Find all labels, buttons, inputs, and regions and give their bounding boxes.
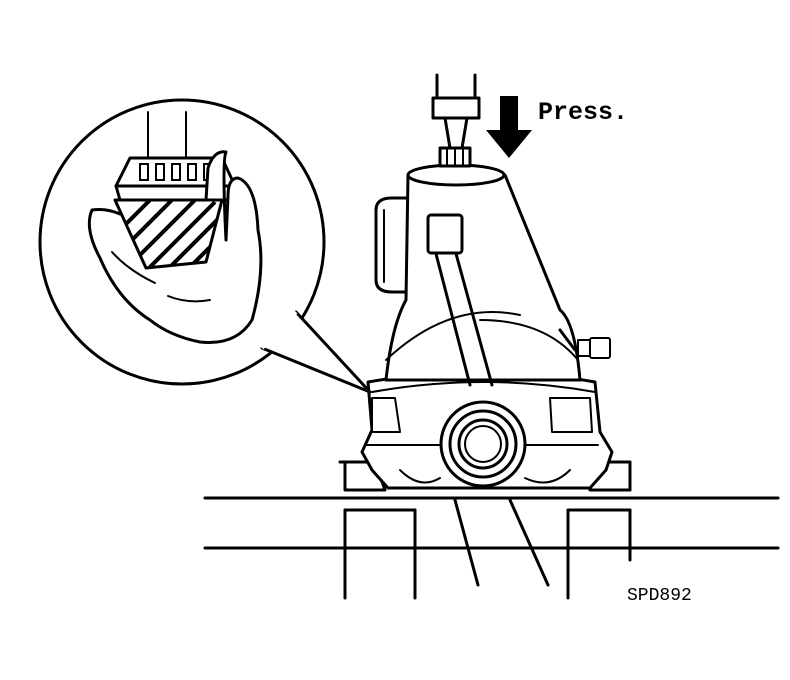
work-bench bbox=[203, 496, 780, 600]
differential-carrier bbox=[360, 163, 614, 490]
press-label: Press. bbox=[538, 98, 628, 127]
figure-code-label: SPD892 bbox=[627, 586, 692, 606]
arrow-down-icon bbox=[486, 96, 532, 158]
press-tool bbox=[431, 73, 481, 168]
callout-detail bbox=[38, 98, 372, 394]
